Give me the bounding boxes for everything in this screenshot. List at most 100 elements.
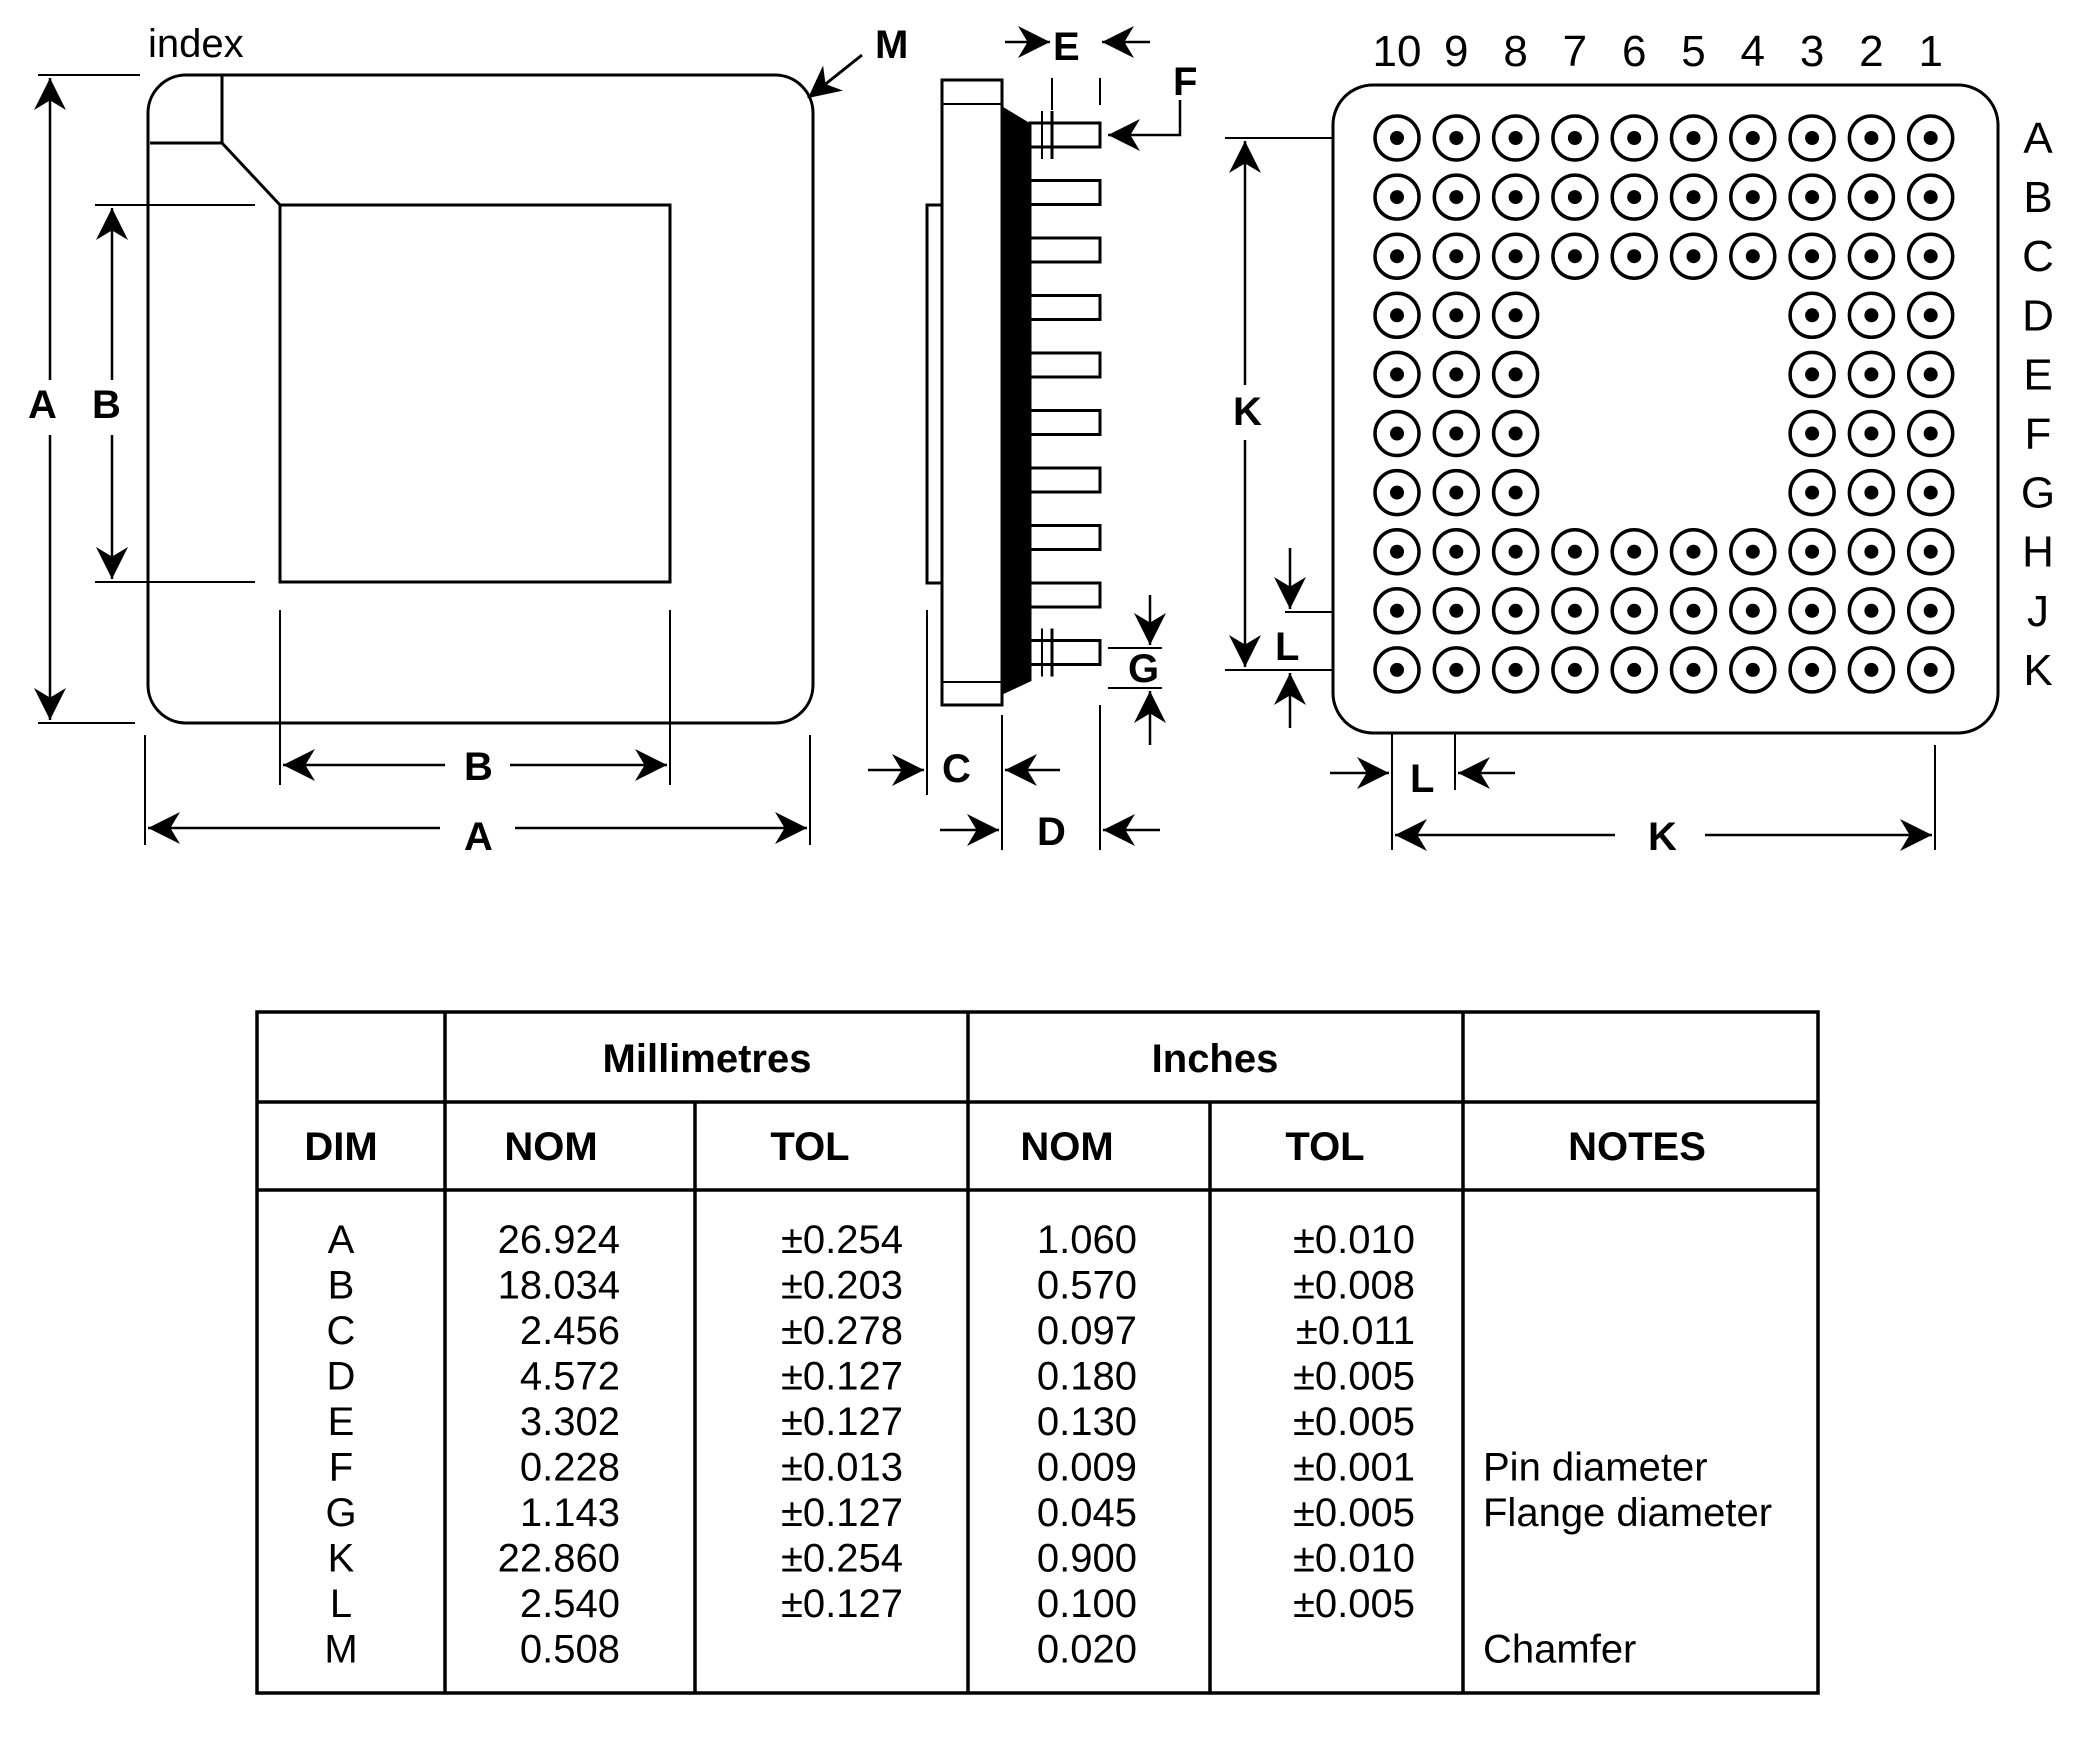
pin-D3	[1788, 291, 1836, 340]
pin-column-label: 8	[1503, 27, 1527, 76]
pin-B9	[1432, 173, 1481, 221]
side-pin	[1028, 111, 1102, 159]
pin-G8	[1491, 468, 1540, 517]
mm-nom-cell: 2.456	[520, 1309, 620, 1353]
pin-B8	[1491, 173, 1540, 221]
mm-tol-cell: ±0.278	[781, 1309, 903, 1353]
dim-a-label: A	[28, 383, 57, 427]
index-chamfer-line	[220, 141, 282, 207]
mm-nom-cell: 22.860	[498, 1537, 620, 1581]
dim-cell: A	[328, 1218, 355, 1262]
pin-C9	[1432, 232, 1481, 280]
pin-J4	[1729, 587, 1777, 635]
in-nom-cell: 0.180	[1037, 1355, 1137, 1399]
pin-G2	[1847, 468, 1896, 517]
package-outline-drawing: index M A B B A E F G C D	[28, 22, 2055, 859]
in-tol-column-header: TOL	[1285, 1125, 1364, 1169]
mm-tol-cell: ±0.127	[781, 1491, 903, 1535]
pin-J3	[1788, 587, 1836, 635]
pin-J1	[1906, 587, 1955, 635]
dim-cell: M	[324, 1628, 357, 1672]
bottom-view	[1225, 83, 2000, 851]
pin-G1	[1906, 468, 1955, 517]
mm-nom-cell: 26.924	[498, 1218, 620, 1262]
pin-row-label: H	[2022, 528, 2054, 577]
pin-row-label: B	[2023, 173, 2052, 222]
in-nom-cell: 0.097	[1037, 1309, 1137, 1353]
notes-cell: Flange diameter	[1483, 1491, 1772, 1535]
pin-K2	[1847, 646, 1896, 694]
pin-E10	[1373, 350, 1421, 399]
pin-A7	[1551, 114, 1599, 162]
dim-g-label: G	[1128, 647, 1159, 691]
pin-F3	[1788, 409, 1836, 458]
top-view	[34, 53, 863, 845]
pin-A3	[1788, 114, 1836, 162]
notes-cell: Chamfer	[1483, 1628, 1636, 1672]
pin-A6	[1610, 114, 1658, 162]
in-nom-cell: 0.020	[1037, 1628, 1137, 1672]
side-pin	[1028, 628, 1102, 677]
pin-H10	[1373, 527, 1421, 576]
pin-column-label: 2	[1859, 27, 1883, 76]
mm-nom-cell: 3.302	[520, 1400, 620, 1444]
table-border	[255, 1010, 1820, 1695]
pin-J10	[1373, 587, 1421, 635]
side-pin	[1028, 179, 1102, 206]
pin-H5	[1669, 527, 1718, 576]
in-tol-cell: ±0.001	[1293, 1446, 1415, 1490]
pin-K7	[1551, 646, 1599, 694]
side-pin-group	[1028, 111, 1102, 677]
pin-C7	[1551, 232, 1599, 280]
in-nom-cell: 1.060	[1037, 1218, 1137, 1262]
mm-nom-cell: 1.143	[520, 1491, 620, 1535]
notes-cell: Pin diameter	[1483, 1446, 1708, 1490]
pin-A9	[1432, 114, 1481, 162]
pin-H6	[1610, 527, 1658, 576]
in-tol-cell: ±0.005	[1293, 1582, 1415, 1626]
pin-column-label: 1	[1918, 27, 1942, 76]
pin-C6	[1610, 232, 1658, 280]
pin-F9	[1432, 409, 1481, 458]
pin-J6	[1610, 587, 1658, 635]
pin-K8	[1491, 646, 1540, 694]
pin-B2	[1847, 173, 1896, 221]
mm-tol-cell: ±0.254	[781, 1218, 903, 1262]
side-body-outline	[940, 78, 1004, 707]
pin-K10	[1373, 646, 1421, 694]
pin-K1	[1906, 646, 1955, 694]
dim-d-label: D	[1037, 810, 1066, 854]
pin-J2	[1847, 587, 1896, 635]
side-seating-flange	[1000, 105, 1032, 696]
side-lid-outline	[925, 203, 944, 585]
pin-C10	[1373, 232, 1421, 280]
in-nom-cell: 0.900	[1037, 1537, 1137, 1581]
pin-A10	[1373, 114, 1421, 162]
in-tol-cell: ±0.005	[1293, 1400, 1415, 1444]
pin-K6	[1610, 646, 1658, 694]
side-pin	[1028, 524, 1102, 551]
dim-f-leader	[1150, 100, 1182, 137]
pin-E2	[1847, 350, 1896, 399]
mm-nom-cell: 2.540	[520, 1582, 620, 1626]
dim-cell: K	[328, 1537, 355, 1581]
in-tol-cell: ±0.008	[1293, 1264, 1415, 1308]
dim-b-label: B	[92, 383, 121, 427]
pin-row-label: G	[2021, 469, 2055, 518]
chamfer-label: M	[875, 23, 908, 67]
pin-C3	[1788, 232, 1836, 280]
pin-column-label: 9	[1444, 27, 1468, 76]
pin-C5	[1669, 232, 1718, 280]
pin-B1	[1906, 173, 1955, 221]
in-nom-cell: 0.009	[1037, 1446, 1137, 1490]
pin-A1	[1906, 114, 1955, 162]
